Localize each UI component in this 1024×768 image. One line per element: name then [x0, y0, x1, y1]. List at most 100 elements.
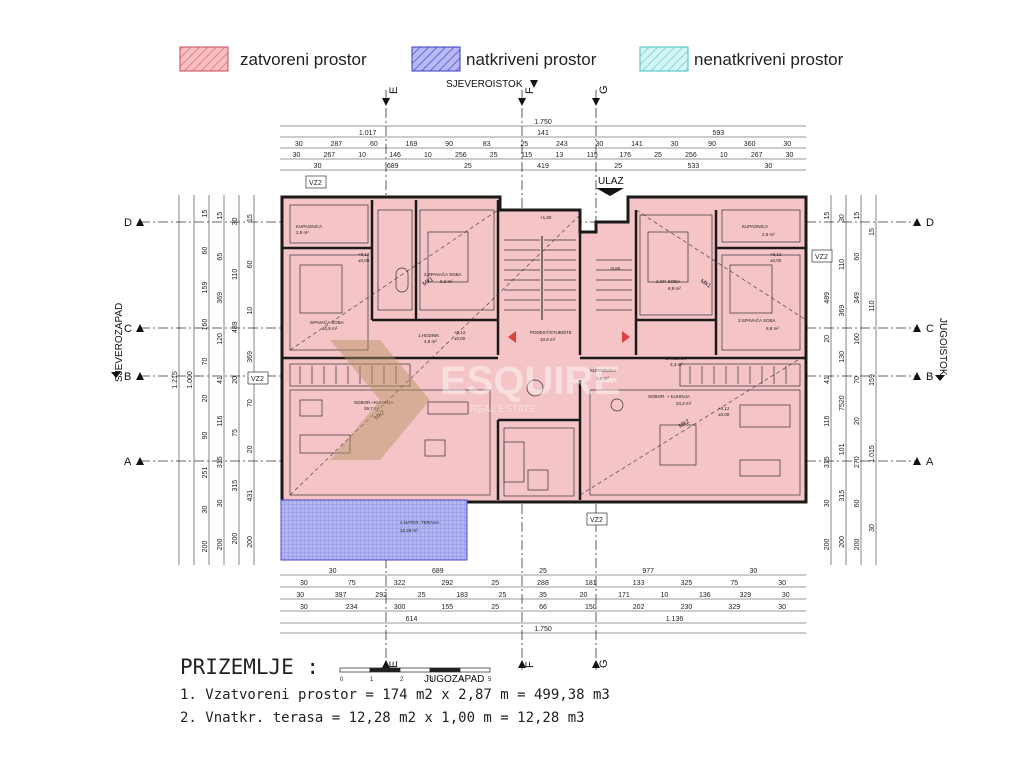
- dimension-value: 169: [406, 141, 418, 148]
- entrance-label: ULAZ: [598, 176, 624, 187]
- axis-label-G-top: G: [598, 85, 610, 94]
- room-area: 12,28 m²: [400, 528, 418, 533]
- stair-label: Mk1: [422, 276, 435, 287]
- dimension-value: 322: [394, 580, 406, 587]
- dimension-value: 60: [370, 141, 378, 148]
- axis-label-B-right: B: [926, 371, 933, 383]
- dimensions-top: [280, 125, 806, 171]
- dimension-value: 397: [335, 592, 347, 599]
- dimension-value: 202: [633, 604, 645, 611]
- dimension-value: 30: [783, 141, 791, 148]
- dimension-value: 593: [712, 130, 724, 137]
- dimension-value: 25: [520, 141, 528, 148]
- dimension-value: 256: [455, 152, 467, 159]
- volume-line-2: 2. Vnatkr. terasa = 12,28 m2 x 1,00 m = …: [180, 710, 585, 726]
- dimension-value: 270: [854, 456, 861, 468]
- dimension-value: 70: [202, 358, 209, 366]
- dimension-value: 200: [824, 539, 831, 551]
- dimension-value: 292: [442, 580, 454, 587]
- dimension-value: 20: [232, 376, 239, 384]
- dimension-value: 200: [854, 539, 861, 551]
- level-value: -0,85: [610, 266, 621, 271]
- dimension-value: 10: [358, 152, 366, 159]
- dimension-value: 200: [839, 536, 846, 548]
- dimension-value: 75: [232, 429, 239, 437]
- room-area: 3,3 m²: [670, 362, 683, 367]
- room-area: 3,9 m²: [596, 376, 609, 381]
- level-value: +0,12: [718, 406, 730, 411]
- dimension-value: 369: [839, 305, 846, 317]
- dimension-value: 60: [854, 499, 861, 507]
- dimension-value: 15: [869, 228, 876, 236]
- dimension-value: 141: [631, 141, 643, 148]
- dimension-value: 30: [778, 580, 786, 587]
- level-value: ±0,00: [718, 412, 730, 417]
- dimension-value: 181: [585, 580, 597, 587]
- dimension-value: 159: [869, 374, 876, 386]
- room-name: 2.SP. SOBA: [656, 279, 680, 284]
- scale-tick: 2: [400, 677, 404, 683]
- dimension-value: 30: [295, 141, 303, 148]
- dimension-value: 234: [346, 604, 358, 611]
- dimension-value: 489: [824, 292, 831, 304]
- room-name: 1.HODNIK: [665, 356, 686, 361]
- room-name: 3.SPAVAĆA SOBA: [738, 317, 776, 323]
- dimension-value: 614: [406, 616, 418, 623]
- dimension-value: 1.015: [869, 445, 876, 463]
- dimension-value: 116: [824, 415, 831, 426]
- axis-label-D-left: D: [124, 217, 132, 229]
- section-tag: VZ2: [251, 376, 264, 383]
- room-area: 2,9 m²: [762, 232, 775, 237]
- dimension-value: 150: [585, 604, 597, 611]
- room-name: SPAVAĆA SOBA: [310, 319, 344, 325]
- orientation-north: SJEVEROISTOK: [446, 79, 523, 90]
- watermark-logo: ESQUIRE REAL ESTATE: [330, 340, 620, 460]
- dimension-value: 90: [708, 141, 716, 148]
- plan-title: PRIZEMLJE :: [180, 655, 319, 679]
- dimension-value: 83: [483, 141, 491, 148]
- axis-markers-vertical: E F G E F G: [382, 85, 610, 668]
- dimension-value: 315: [232, 480, 239, 492]
- dimensions-right-labels: 1560489204111631530200301103691307520101…: [824, 212, 876, 551]
- dimension-value: 146: [389, 152, 401, 159]
- dimension-value: 200: [232, 533, 239, 545]
- legend-label-covered: natkriveni prostor: [466, 50, 597, 69]
- dimension-value: 159: [202, 282, 209, 294]
- room-name: KUPAONICA: [296, 224, 322, 229]
- dimension-value: 1.000: [187, 371, 194, 389]
- stair-label: Mk2: [678, 419, 691, 430]
- dimension-value: 315: [217, 456, 224, 468]
- dimension-value: 101: [839, 443, 846, 455]
- section-tag: VZ2: [309, 180, 322, 187]
- dimension-value: 183: [456, 592, 468, 599]
- dimension-value: 30: [202, 506, 209, 514]
- dimension-value: 120: [217, 333, 224, 345]
- dimension-value: 25: [418, 592, 426, 599]
- dimension-value: 267: [751, 152, 763, 159]
- room-name: SOBOR. + KUHINJA: [648, 394, 690, 399]
- dimension-value: 30: [217, 499, 224, 507]
- marker-triangle-icon: [622, 331, 630, 343]
- interior-walls: [282, 200, 806, 500]
- dimension-value: 15: [824, 212, 831, 220]
- room-area: 8,9 m²: [668, 286, 681, 291]
- axis-label-E-top: E: [388, 87, 400, 94]
- room-name: PODEST/STUBIŠTE: [530, 329, 572, 335]
- dimension-value: 200: [217, 539, 224, 551]
- dimension-value: 30: [750, 568, 758, 575]
- dimension-value: 360: [744, 141, 756, 148]
- dimension-value: 110: [869, 300, 876, 311]
- dimension-value: 10: [424, 152, 432, 159]
- axis-label-F-top: F: [524, 87, 536, 94]
- legend-swatch-open: [639, 46, 689, 72]
- dimension-value: 30: [300, 580, 308, 587]
- dimension-value: 90: [202, 432, 209, 440]
- dimension-value: 60: [247, 260, 254, 268]
- dimension-value: 10: [660, 592, 668, 599]
- dimension-value: 243: [556, 141, 568, 148]
- section-tags: VZ2 VZ2 VZ2 VZ2: [247, 175, 833, 526]
- dimension-value: 25: [539, 568, 547, 575]
- dimension-value: 15: [202, 210, 209, 218]
- orientation-east: JUGOISTOK: [937, 318, 948, 376]
- dimension-value: 70: [247, 399, 254, 407]
